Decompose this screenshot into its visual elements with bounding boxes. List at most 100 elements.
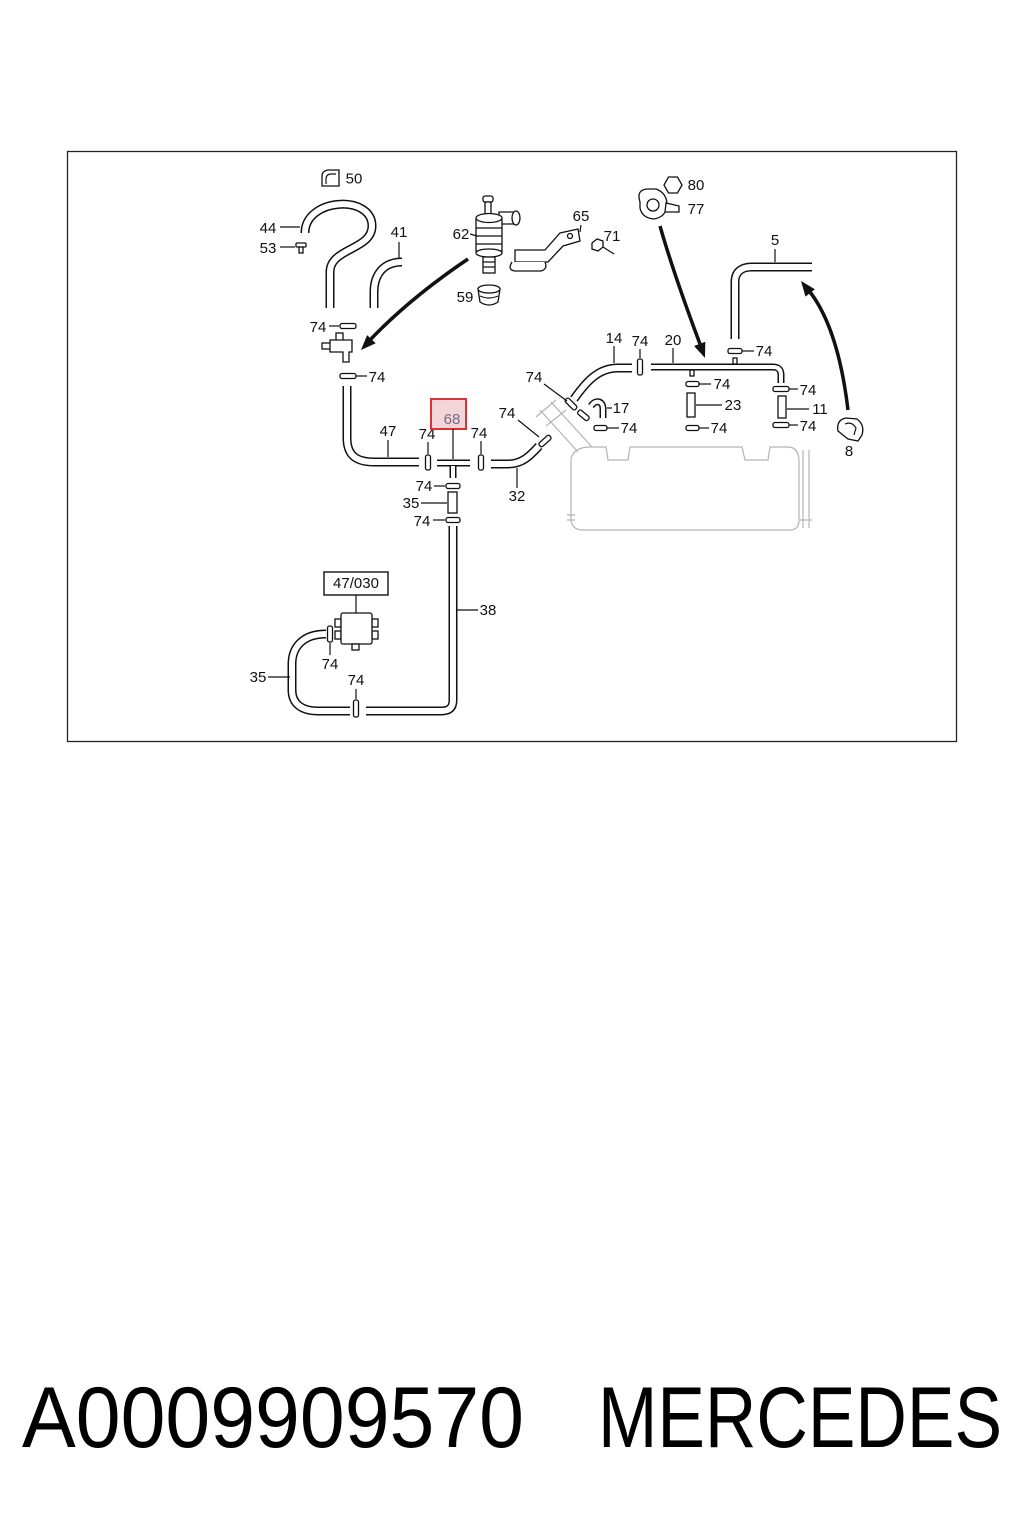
hose-35: [287, 629, 350, 716]
callout-74: 74: [419, 426, 436, 443]
t-piece-68: [437, 459, 470, 478]
diagram-frame: [66, 150, 958, 743]
callout-74: 74: [800, 418, 817, 435]
callout-11: 11: [812, 401, 828, 418]
callout-74: 74: [348, 672, 365, 689]
bracket-65: [509, 228, 581, 272]
callout-77: 77: [688, 201, 705, 218]
callout-14: 14: [606, 330, 623, 347]
callout-74: 74: [756, 343, 773, 360]
callout-41: 41: [391, 224, 408, 241]
hose-32: [491, 442, 543, 469]
callout-50: 50: [346, 171, 363, 188]
callout-74: 74: [414, 513, 431, 530]
nut-80: [663, 176, 683, 194]
arrow-icon: [801, 281, 850, 411]
callout-35: 35: [403, 495, 420, 512]
callout-32: 32: [509, 488, 526, 505]
callout-65: 65: [573, 208, 590, 225]
leader-62: [469, 233, 478, 237]
callout-35: 35: [250, 669, 267, 686]
clip-icon: [321, 169, 340, 187]
connector-74: [772, 421, 790, 429]
callout-17: 17: [613, 400, 630, 417]
brand-name: MERCEDES: [598, 1370, 1002, 1466]
caption: A0009909570 MERCEDES: [22, 1370, 1002, 1466]
leader-74: [543, 383, 568, 402]
tube-23: [686, 392, 696, 418]
callout-74: 74: [310, 319, 327, 336]
connector-74: [727, 347, 743, 355]
callout-47: 47: [380, 423, 397, 440]
hose-47: [342, 386, 419, 467]
connector-74: [593, 424, 608, 432]
callout-59: 59: [457, 289, 474, 306]
callout-80: 80: [688, 177, 705, 194]
connector-74: [772, 385, 790, 393]
connector-74: [477, 454, 485, 471]
callout-8: 8: [845, 443, 853, 460]
grommet-59: [477, 284, 501, 306]
connector-74: [685, 424, 700, 432]
callout-74: 74: [369, 369, 386, 386]
clip-8: [837, 417, 864, 442]
hose-14: [570, 363, 632, 402]
pipe-20: [651, 357, 785, 383]
elbow-17: [588, 398, 607, 418]
highlight-box: [430, 398, 467, 430]
connector-74: [339, 372, 357, 380]
connector-74: [445, 516, 461, 524]
hose-41: [369, 257, 403, 308]
tube-35: [447, 491, 458, 514]
callout-68-highlighted: 68: [444, 411, 461, 428]
callout-74: 74: [632, 333, 649, 350]
screw-71: [591, 238, 615, 255]
callout-74: 74: [621, 420, 638, 437]
callout-20: 20: [665, 332, 682, 349]
tube-11: [777, 395, 787, 419]
connector-74: [538, 434, 552, 448]
callout-38: 38: [480, 602, 497, 619]
arrow-icon: [361, 257, 469, 350]
bolt-53: [295, 242, 307, 254]
clamp-77: [638, 188, 680, 220]
hose-38: [366, 526, 458, 716]
callout-23: 23: [725, 397, 742, 414]
callout-74: 74: [800, 382, 817, 399]
connector-74: [564, 397, 578, 411]
arrow-icon: [658, 225, 706, 358]
reservoir-outline: [535, 399, 812, 531]
leader-74: [517, 419, 540, 438]
callout-44: 44: [260, 220, 277, 237]
connector-74: [326, 625, 334, 643]
callout-71: 71: [604, 228, 621, 245]
hose-44: [300, 199, 377, 308]
connector-74: [445, 482, 461, 490]
callout-53: 53: [260, 240, 277, 257]
callout-74: 74: [416, 478, 433, 495]
connector-74: [685, 380, 700, 388]
callout-74: 74: [711, 420, 728, 437]
part-number: A0009909570: [22, 1370, 524, 1466]
module-callout: 47/030: [333, 575, 379, 592]
connector-74: [636, 358, 644, 376]
diagram-figure: 50 44 53 41 74 74: [66, 150, 958, 743]
hose-5: [730, 262, 812, 339]
fuel-filter-62: [475, 195, 521, 274]
callout-74: 74: [471, 425, 488, 442]
connector-74: [352, 699, 360, 718]
connector-elbow: [576, 409, 590, 422]
switchover-valve-module: [334, 612, 379, 651]
callout-74: 74: [322, 656, 339, 673]
callout-62: 62: [453, 226, 470, 243]
callout-74: 74: [526, 369, 543, 386]
check-valve: [321, 332, 353, 363]
connector-74: [339, 322, 357, 330]
callout-74: 74: [499, 405, 516, 422]
leader-65: [579, 224, 582, 233]
callout-74: 74: [714, 376, 731, 393]
callout-5: 5: [771, 232, 779, 249]
connector-74: [424, 454, 432, 471]
